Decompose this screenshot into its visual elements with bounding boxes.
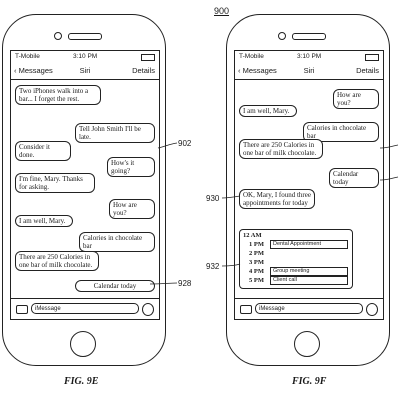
right-status-bar: T-Mobile 3:10 PM [235,51,383,63]
right-caption: FIG. 9F [292,376,327,387]
left-bubble-2: Tell John Smith I'll be late. [75,123,155,143]
cal-hour: 5 PM [249,277,264,284]
cal-row: 12 AM [240,231,352,240]
left-bubble-4: How's it going? [107,157,155,177]
left-bubble-10: Calendar today [75,280,155,292]
left-bubble-6: How are you? [109,199,155,219]
left-screen: T-Mobile 3:10 PM ‹ Messages Siri Details… [10,50,160,320]
left-battery-icon [141,54,155,61]
cal-hour: 4 PM [249,268,264,275]
right-screen: T-Mobile 3:10 PM ‹ Messages Siri Details… [234,50,384,320]
left-bubble-5: I'm fine, Mary. Thanks for asking. [15,173,95,193]
cal-row: 4 PM [240,267,352,276]
right-bubble-1: How are you? [333,89,379,109]
left-camera-icon[interactable] [16,305,28,314]
cal-event-client-call[interactable]: Client call [270,276,348,285]
left-bubble-3: Consider it done. [15,141,71,161]
left-bubble-8: Calories in chocolate bar [79,232,155,252]
left-bubble-9: There are 250 Calories in one bar of mil… [15,251,99,271]
right-camera-dot [278,32,286,40]
left-home-button[interactable] [70,331,96,357]
right-message-input[interactable]: iMessage [255,303,363,314]
leader-902 [157,142,178,149]
right-bubble-2: I am well, Mary. [239,105,297,117]
figure-number: 900 [214,6,230,16]
left-carrier: T-Mobile [15,53,40,60]
left-nav-title: Siri [79,66,91,75]
left-back-label: Messages [18,66,53,75]
left-nav-bar: ‹ Messages Siri Details [11,63,159,80]
cal-row: 2 PM [240,249,352,258]
right-input-bar: iMessage [235,298,383,319]
cal-row: 1 PM [240,240,352,249]
right-bubble-4: There are 250 Calories in one bar of mil… [239,139,323,159]
leader-930 [221,195,241,199]
leader-928 [149,282,178,285]
right-bubble-3: Calories in chocolate bar [303,122,379,142]
leader-932 [221,263,241,267]
left-status-bar: T-Mobile 3:10 PM [11,51,159,63]
right-ref-930: 930 [206,194,220,203]
right-bubble-6: OK, Mary, I found three appointments for… [239,189,315,209]
left-bubble-1: Two iPhones walk into a bar... I forget … [15,85,101,105]
left-ref-902: 902 [178,139,192,148]
left-mic-icon[interactable] [142,303,154,316]
left-bubble-7: I am well, Mary. [15,215,73,227]
right-bubble-5: Calendar today [329,168,379,188]
right-time: 3:10 PM [297,53,322,60]
left-caption: FIG. 9E [64,376,99,387]
right-speaker [292,33,326,40]
cal-hour: 12 AM [243,232,262,239]
cal-hour: 2 PM [249,250,264,257]
left-time: 3:10 PM [73,53,98,60]
right-details-button[interactable]: Details [356,66,379,75]
right-ref-932: 932 [206,262,220,271]
cal-row: 3 PM [240,258,352,267]
right-back-label: Messages [242,66,277,75]
right-nav-bar: ‹ Messages Siri Details [235,63,383,80]
cal-hour: 1 PM [249,241,264,248]
left-message-input[interactable]: iMessage [31,303,139,314]
left-camera-dot [54,32,62,40]
left-input-bar: iMessage [11,298,159,319]
left-details-button[interactable]: Details [132,66,155,75]
cal-row: 5 PM [240,276,352,285]
right-mic-icon[interactable] [366,303,378,316]
left-back-button[interactable]: ‹ Messages [14,66,53,75]
left-ref-928: 928 [178,279,192,288]
right-camera-icon[interactable] [240,305,252,314]
right-home-button[interactable] [294,331,320,357]
right-carrier: T-Mobile [239,53,264,60]
cal-event-group-meeting[interactable]: Group meeting [270,267,348,276]
right-nav-title: Siri [303,66,315,75]
right-calendar-card[interactable]: 12 AM 1 PM 2 PM 3 PM 4 PM 5 PM Dental Ap… [239,229,353,289]
right-back-button[interactable]: ‹ Messages [238,66,277,75]
leader-right-mid [379,176,399,181]
left-speaker [68,33,102,40]
cal-event-dental[interactable]: Dental Appointment [270,240,348,249]
cal-hour: 3 PM [249,259,264,266]
right-battery-icon [365,54,379,61]
leader-right-top [379,144,399,149]
